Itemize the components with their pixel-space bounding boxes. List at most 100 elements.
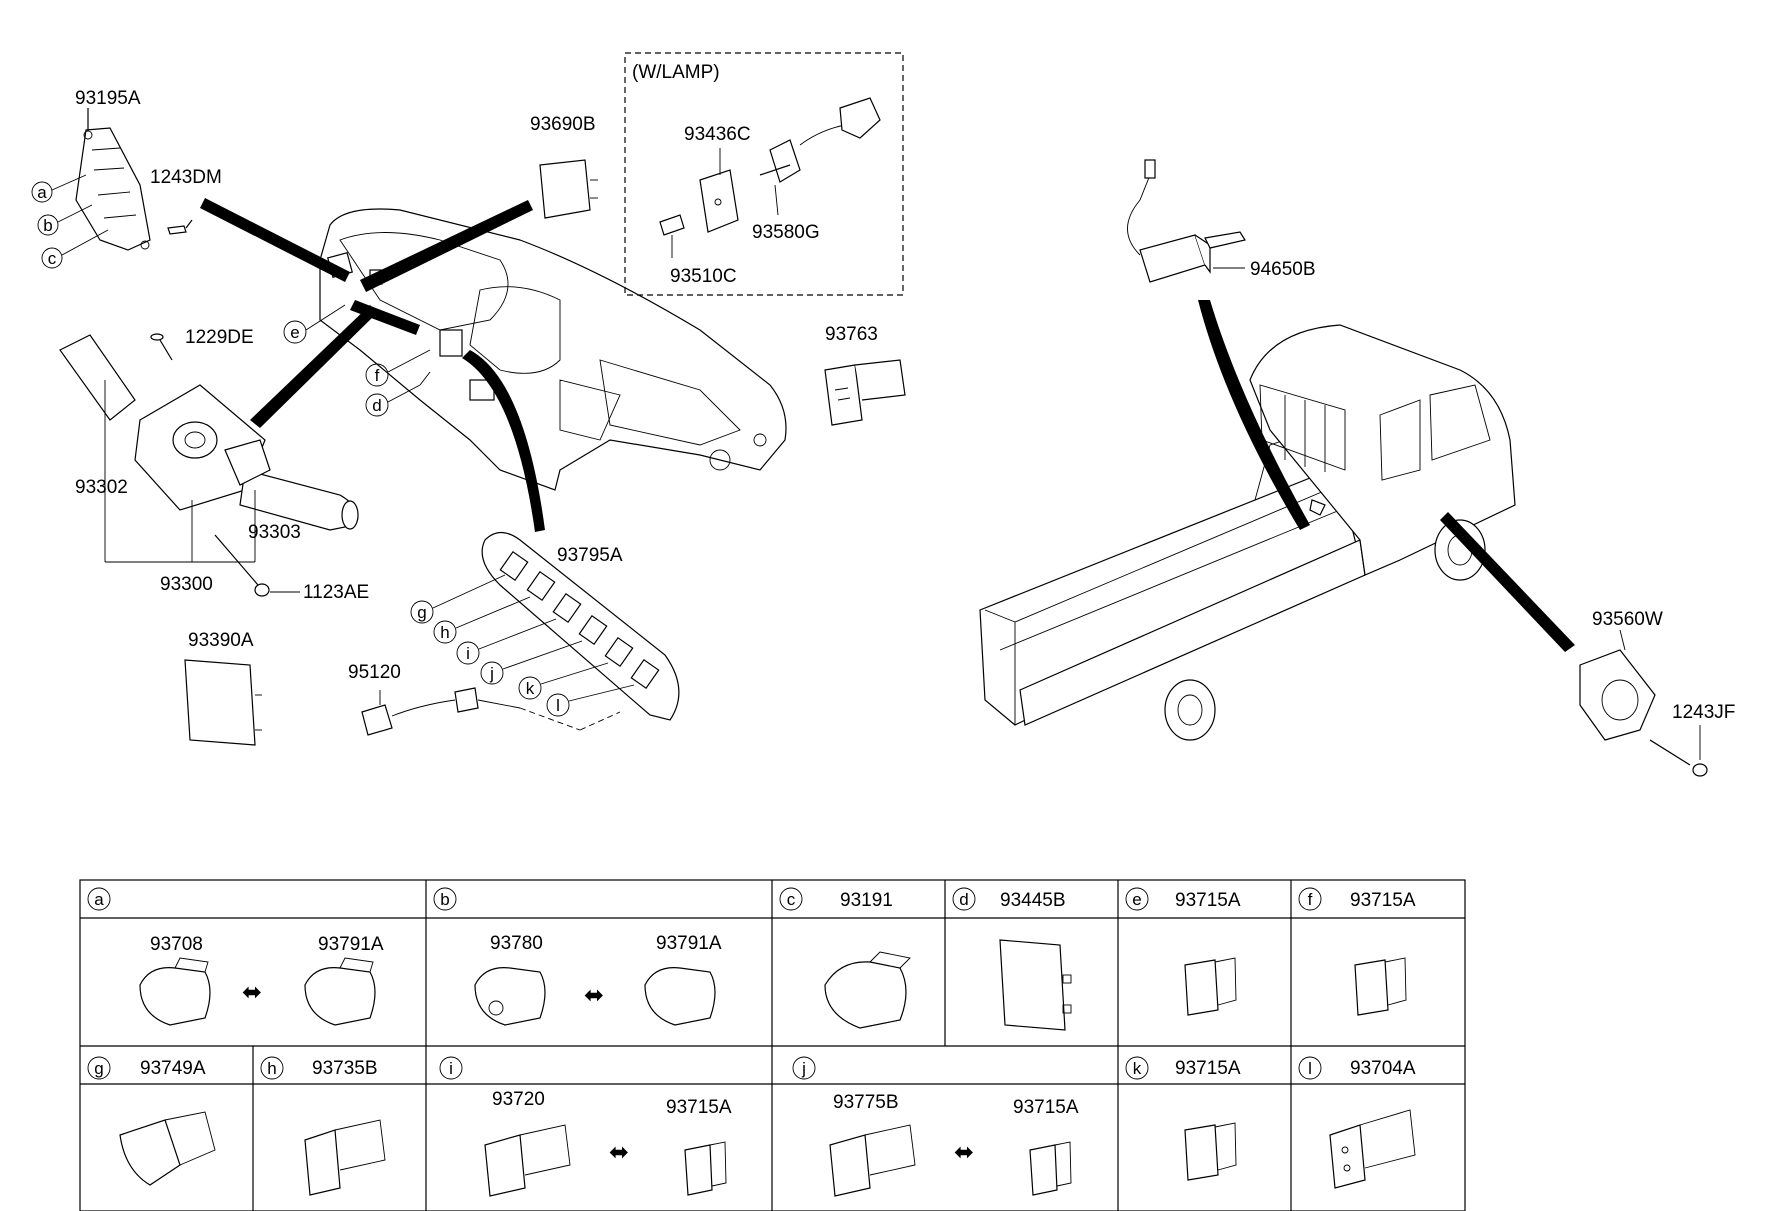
svg-text:l: l — [1308, 1059, 1312, 1078]
letter-b-circle: b — [37, 204, 93, 236]
letter-j-circle: j — [480, 640, 583, 685]
part-93715A-i: 93715A — [666, 1097, 732, 1118]
table-cell-c: c 93191 — [779, 887, 911, 1029]
table-cell-l: l 93704A — [1298, 1056, 1416, 1189]
table-cell-g: g 93749A — [87, 1056, 216, 1186]
svg-text:g: g — [94, 1059, 103, 1078]
part-93715A-j: 93715A — [1013, 1097, 1079, 1118]
label-95120: 95120 — [348, 662, 401, 683]
svg-text:c: c — [48, 249, 57, 268]
dashboard-assembly — [319, 208, 787, 491]
svg-text:d: d — [959, 890, 968, 909]
table-cell-b: b 93780 93791A ⬌ — [433, 887, 722, 1026]
svg-text:l: l — [556, 696, 560, 715]
svg-text:j: j — [801, 1059, 806, 1078]
leader-wedge — [350, 300, 420, 335]
part-93749A: 93749A — [140, 1058, 206, 1079]
letter-c-circle: c — [41, 229, 109, 269]
part-93791A-a: 93791A — [318, 934, 384, 955]
label-93560W: 93560W — [1592, 609, 1663, 630]
screw-1243JF — [1649, 725, 1708, 777]
label-93195A: 93195A — [75, 88, 141, 109]
leader-wedge — [250, 305, 378, 428]
part-93708: 93708 — [150, 934, 203, 955]
lamp-switch-93580G — [759, 97, 881, 216]
lamp-screw-93510C — [659, 214, 685, 258]
letter-g-circle: g — [410, 574, 506, 624]
letter-i-circle: i — [456, 618, 557, 665]
part-93715A-k: 93715A — [1175, 1058, 1241, 1079]
label-93795A: 93795A — [557, 545, 623, 566]
label-93302: 93302 — [75, 477, 128, 498]
cover-93690B — [539, 159, 598, 219]
label-1243DM: 1243DM — [150, 167, 222, 188]
svg-text:e: e — [290, 323, 299, 342]
part-93715A-e: 93715A — [1175, 890, 1241, 911]
cover-93390A — [184, 659, 262, 746]
part-93715A-f: 93715A — [1350, 890, 1416, 911]
parts-table — [79, 879, 1466, 1211]
svg-text:h: h — [267, 1059, 276, 1078]
letter-a-circle: a — [31, 174, 87, 203]
svg-text:k: k — [526, 679, 535, 698]
leader-wedge — [462, 350, 545, 532]
leader-wedge — [360, 200, 533, 292]
sensor-95120 — [361, 687, 621, 736]
table-cell-k: k 93715A — [1125, 1056, 1241, 1181]
switch-93763 — [824, 359, 906, 426]
part-93775B: 93775B — [833, 1092, 899, 1113]
arrow-icon: ⬌ — [609, 1139, 629, 1166]
leader-wedge — [1440, 512, 1575, 652]
svg-text:a: a — [94, 890, 104, 909]
svg-text:k: k — [1133, 1059, 1142, 1078]
letter-f-circle: f — [365, 349, 431, 387]
screw-1123AE — [214, 534, 300, 597]
svg-text:g: g — [417, 603, 426, 622]
table-cell-a: a 93708 93791A ⬌ — [87, 887, 384, 1026]
arrow-icon: ⬌ — [584, 982, 604, 1009]
leader-wedge — [200, 198, 350, 282]
table-cell-i: i 93720 93715A ⬌ — [439, 1056, 732, 1197]
switch-panel-93795A — [481, 531, 680, 721]
part-93704A: 93704A — [1350, 1058, 1416, 1079]
letter-d-circle: d — [365, 371, 431, 417]
leader-wedge — [1198, 300, 1310, 530]
svg-text:i: i — [466, 644, 470, 663]
svg-text:f: f — [1308, 890, 1313, 909]
screw-1229DE — [150, 333, 173, 361]
part-93720: 93720 — [492, 1089, 545, 1110]
svg-text:j: j — [489, 664, 494, 683]
svg-text:a: a — [37, 183, 47, 202]
table-cell-h: h 93735B — [260, 1056, 386, 1196]
label-93763: 93763 — [825, 324, 878, 345]
label-1229DE: 1229DE — [185, 327, 254, 348]
truck-illustration — [979, 324, 1516, 741]
label-93690B: 93690B — [530, 114, 596, 135]
letter-e-circle: e — [283, 304, 346, 344]
table-cell-f: f 93715A — [1298, 887, 1416, 1016]
svg-text:b: b — [43, 216, 52, 235]
svg-text:h: h — [440, 623, 449, 642]
table-cell-e: e 93715A — [1125, 887, 1241, 1016]
label-93303: 93303 — [248, 522, 301, 543]
table-cell-d: d 93445B — [952, 887, 1072, 1031]
multifunction-switch-93300 — [59, 334, 359, 531]
lamp-plate-93436C — [699, 148, 739, 233]
part-93735B: 93735B — [312, 1058, 378, 1079]
label-93390A: 93390A — [188, 630, 254, 651]
arrow-icon: ⬌ — [954, 1139, 974, 1166]
label-94650B: 94650B — [1250, 259, 1316, 280]
svg-text:i: i — [449, 1059, 453, 1078]
part-93791A-b: 93791A — [656, 933, 722, 954]
arrow-icon: ⬌ — [242, 979, 262, 1006]
svg-text:e: e — [1132, 890, 1141, 909]
letter-k-circle: k — [518, 662, 609, 700]
label-1123AE: 1123AE — [303, 582, 369, 603]
part-93191: 93191 — [840, 890, 893, 911]
bracket-93195A — [75, 108, 151, 251]
letter-l-circle: l — [546, 684, 635, 717]
letter-h-circle: h — [433, 596, 531, 644]
label-1243JF: 1243JF — [1672, 702, 1735, 723]
part-93780: 93780 — [490, 933, 543, 954]
